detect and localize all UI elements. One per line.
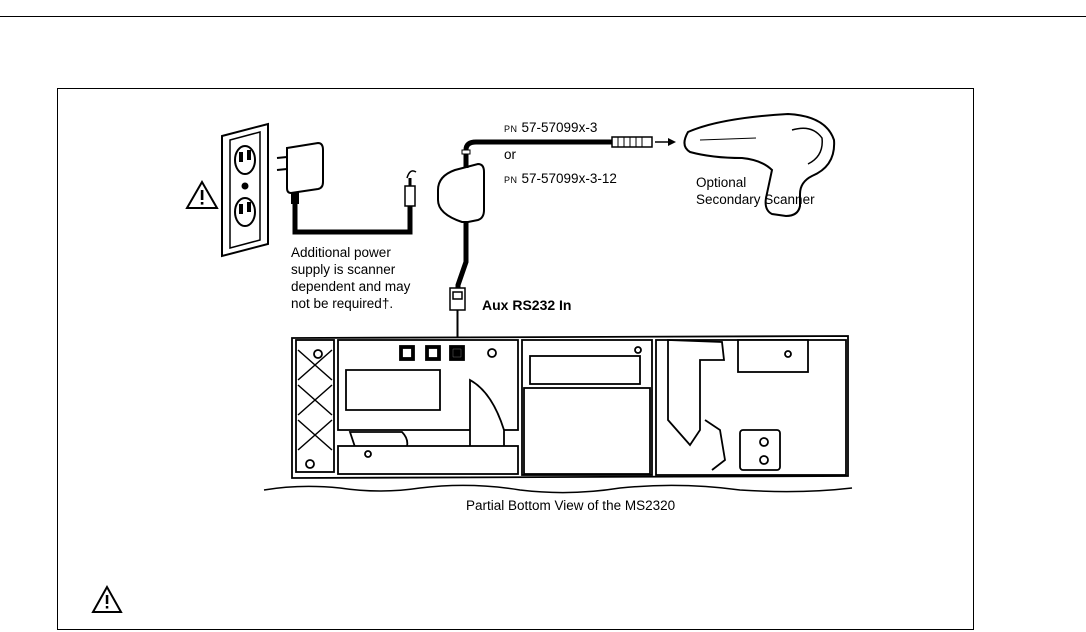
handheld-scanner-icon [683, 112, 836, 218]
header-rule [0, 16, 1086, 17]
power-note-line3: dependent and may [291, 279, 411, 294]
pn-prefix: PN [504, 124, 518, 134]
rj45-plug-icon [449, 287, 466, 340]
power-note-line2: supply is scanner [291, 262, 396, 277]
pn-prefix: PN [504, 175, 518, 185]
port-cable [455, 222, 469, 288]
power-adapter-icon [276, 141, 324, 204]
barrel-plug-icon [404, 170, 417, 207]
warning-triangle-icon [185, 179, 219, 209]
power-cord [292, 203, 413, 235]
figure-frame [57, 88, 974, 630]
scanner-cable-plug [611, 136, 676, 148]
or-label: or [504, 147, 517, 162]
scanner-label-line2: Secondary Scanner [696, 192, 815, 207]
floor-line [263, 484, 853, 494]
power-note-line1: Additional power [291, 245, 391, 260]
part-number-2-value: 57-57099x-3-12 [521, 171, 617, 186]
y-cable-connector-icon [437, 162, 485, 223]
scanner-label-line1: Optional [696, 175, 747, 190]
terminal-bottom-view [291, 335, 849, 479]
wall-outlet-icon [221, 122, 269, 258]
port-label: Aux RS232 In [482, 297, 572, 313]
figure-caption: Partial Bottom View of the MS2320 [466, 498, 676, 513]
part-number-1-value: 57-57099x-3 [521, 120, 598, 135]
power-note-line4: not be required†. [291, 296, 394, 311]
warning-triangle-icon [91, 584, 123, 613]
